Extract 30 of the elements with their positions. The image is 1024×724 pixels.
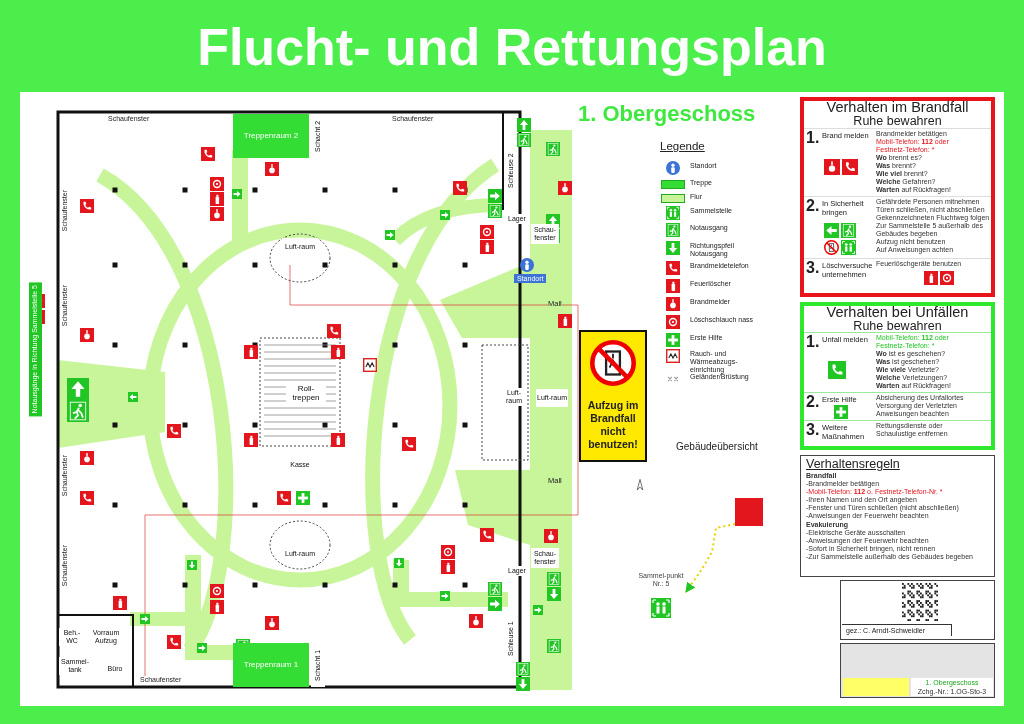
stairwell: Treppenraum 1 [233,643,309,687]
instruction-panel [800,97,995,297]
panel-subheading: Ruhe bewahren [852,319,943,333]
step-number: 2. [806,393,820,411]
warning-text: Aufzug im Brandfall nicht benutzen! [586,397,640,453]
instruction-panel [800,302,995,450]
panel-heading: Verhalten bei Unfällen [825,304,970,320]
building-block [735,498,763,526]
room-label: Roll-treppen [286,384,326,404]
step-number: 3. [806,421,820,439]
step-number: 3. [806,259,820,277]
drawing-info-block [840,643,995,698]
plan-title: Flucht- und Rettungsplan [196,17,828,78]
legend-heading: Legende [660,140,705,152]
rules-panel [800,455,995,577]
panel-heading: Verhaltensregeln [806,457,900,471]
warning-sign [579,330,647,462]
instruction-row [804,128,991,196]
step-number: 1. [806,333,820,351]
instruction-row [804,196,991,258]
stairwell: Treppenraum 2 [233,114,309,158]
instruction-row [804,332,991,392]
floor-heading: 1. Obergeschoss [578,101,756,127]
panel-subheading: Ruhe bewahren [852,114,943,128]
step-number: 2. [806,197,820,215]
overview-heading: Gebäudeübersicht [676,441,758,452]
instruction-row [804,392,991,420]
panel-heading: Verhalten im Brandfall [825,99,970,115]
step-number: 1. [806,129,820,147]
route-line [685,523,736,593]
